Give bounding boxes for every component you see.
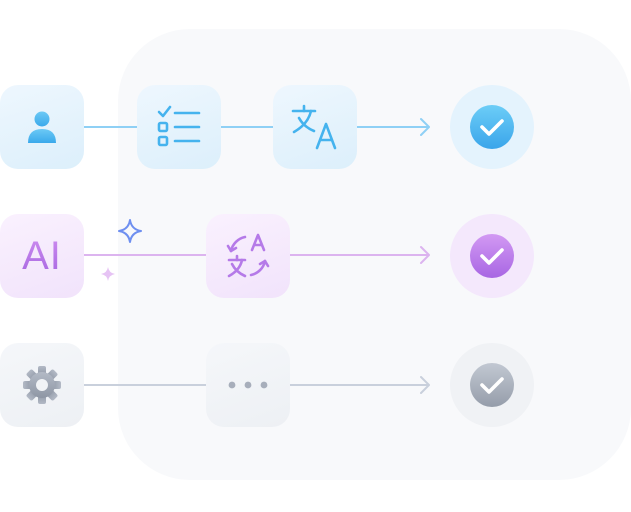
result-check-row3 [450,343,534,427]
translate-step-tile [273,85,357,169]
gear-icon [23,366,61,404]
sparkle-icon [118,219,142,243]
check-circle-icon [470,363,514,407]
result-check-row2 [450,214,534,298]
check-circle-icon [470,105,514,149]
user-icon [28,111,56,143]
arrowhead-row2 [420,246,430,264]
ai-translate-step-tile [206,214,290,298]
settings-step-tile [0,343,84,427]
sparkle-small-icon [101,267,115,281]
ai-badge: AI [22,233,62,278]
translate-icon [291,104,337,150]
checklist-icon [157,105,201,147]
check-circle-icon [470,234,514,278]
pending-step-tile [206,343,290,427]
arrowhead-row3 [420,376,430,394]
checklist-step-tile [137,85,221,169]
user-step-tile [0,85,84,169]
more-dots-icon [228,381,268,389]
ai-step-tile: AI [0,214,84,298]
arrowhead-row1 [420,118,430,136]
ai-translate-icon [226,233,270,278]
result-check-row1 [450,85,534,169]
